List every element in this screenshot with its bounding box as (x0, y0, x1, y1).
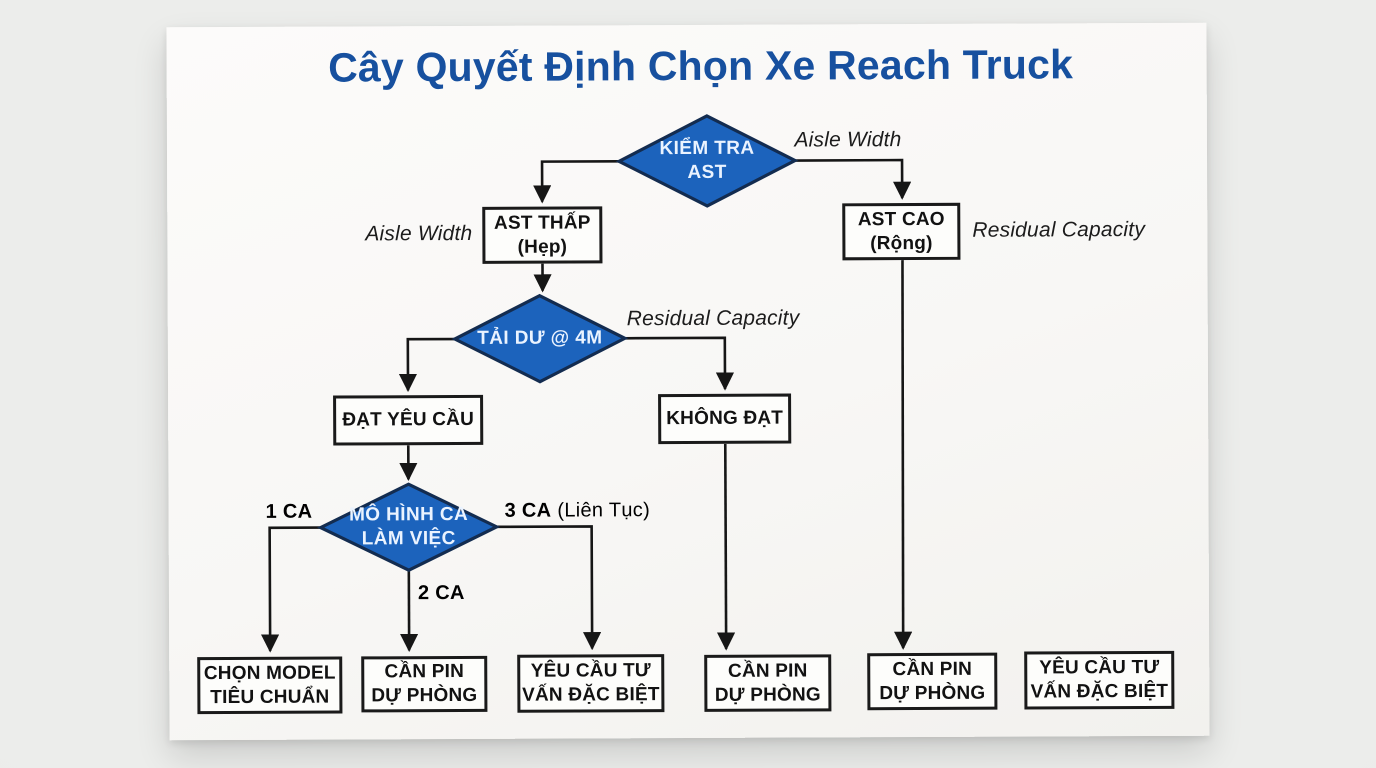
edge-ast-cao-to-pin3 (894, 260, 913, 650)
edge-d2-to-khong-dat (624, 336, 735, 391)
node-can-pin-2: CẦN PIN DỰ PHÒNG (704, 654, 832, 712)
edge-d3-to-tuvan1 (496, 525, 602, 651)
edge-d1-to-ast-cao (795, 158, 912, 200)
paper-sheet: Cây Quyết Định Chọn Xe Reach Truck (166, 22, 1210, 741)
node-ast-thap: AST THẤP (Hẹp) (482, 206, 603, 264)
node-tu-van-1: YÊU CẦU TƯ VẤN ĐẶC BIỆT (517, 654, 665, 713)
node-dat-yeu-cau: ĐẠT YÊU CẦU (333, 394, 484, 446)
node-text-line: DỰ PHÒNG (371, 684, 478, 707)
node-text-line: CẦN PIN (384, 660, 465, 683)
node-text-line: YÊU CẦU TƯ (1039, 656, 1160, 679)
edge-label-aisle-width-left: Aisle Width (365, 221, 473, 246)
edge-group (260, 158, 913, 653)
node-text-line: KHÔNG ĐẠT (666, 407, 784, 430)
node-khong-dat: KHÔNG ĐẠT (658, 393, 792, 445)
node-text-line: AST CAO (857, 208, 945, 230)
node-text-line: YÊU CẦU TƯ (530, 660, 651, 682)
node-ast-cao: AST CAO (Rộng) (842, 202, 961, 261)
node-text-line: ĐẠT YÊU CẦU (342, 408, 475, 431)
edge-label-3-ca: 3 CA(Liên Tục) (505, 499, 651, 523)
edge-label-2-ca: 2 CA (418, 582, 465, 605)
edge-d2-to-dat (398, 337, 455, 393)
node-text-line: (Hẹp) (517, 236, 568, 258)
diamond-group (316, 114, 799, 573)
node-text-line: TIÊU CHUẨN (210, 686, 330, 708)
edge-d3-to-model (260, 526, 321, 653)
flow-canvas (260, 114, 913, 653)
edge-label-residual-capacity-right: Residual Capacity (972, 218, 1146, 242)
node-text-line: CẦN PIN (727, 659, 808, 682)
node-tu-van-2: YÊU CẦU TƯ VẤN ĐẶC BIỆT (1024, 650, 1175, 710)
edge-label-aisle-width-right: Aisle Width (794, 128, 902, 152)
node-text-line: (Rộng) (870, 232, 933, 254)
node-can-pin-3: CẦN PIN DỰ PHÒNG (867, 652, 998, 711)
node-chon-model: CHỌN MODEL TIÊU CHUẨN (197, 656, 343, 715)
decision-diamond-tai-du-4m (451, 293, 629, 384)
edge-khong-dat-to-pin2 (716, 443, 736, 651)
node-can-pin-1: CẦN PIN DỰ PHÒNG (361, 655, 488, 713)
node-text-line: CHỌN MODEL (203, 662, 336, 684)
decision-diamond-kiem-tra-ast (615, 114, 799, 208)
node-text-line: AST THẤP (493, 211, 591, 234)
edge-d1-to-ast-thap (533, 159, 620, 204)
node-text-line: VẤN ĐẶC BIỆT (1030, 680, 1169, 703)
branch-text: 1 CA (265, 500, 313, 523)
branch-text-suffix: (Liên Tục) (557, 499, 651, 522)
edge-label-residual-capacity-mid: Residual Capacity (626, 306, 800, 331)
node-text-line: DỰ PHÒNG (714, 683, 821, 706)
branch-text: 2 CA (417, 581, 465, 605)
edge-label-1-ca: 1 CA (266, 501, 313, 524)
node-text-line: CẦN PIN (892, 658, 973, 680)
decision-diamond-mo-hinh-ca (316, 482, 501, 573)
branch-text: 3 CA (504, 499, 552, 522)
node-text-line: VẤN ĐẶC BIỆT (522, 684, 660, 706)
node-text-line: DỰ PHÒNG (879, 682, 986, 704)
